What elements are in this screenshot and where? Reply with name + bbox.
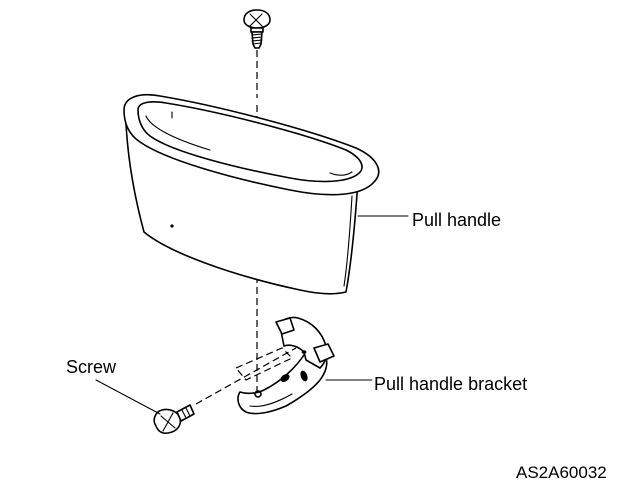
pull-handle-label: Pull handle [412,210,501,230]
pull-handle-bracket-label: Pull handle bracket [374,374,527,394]
pull-handle [123,94,380,295]
side-screw [153,404,195,434]
figure-code: AS2A60032 [516,463,607,482]
side-screw-guide [195,347,297,405]
screw-leader [95,379,161,415]
screw-label: Screw [66,357,117,377]
top-screw [243,9,271,49]
pull-handle-bracket [235,316,335,415]
